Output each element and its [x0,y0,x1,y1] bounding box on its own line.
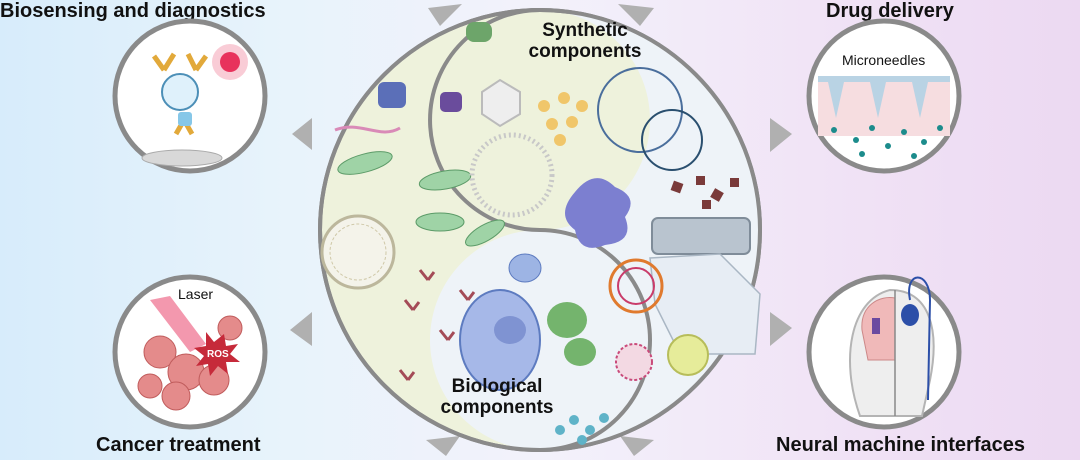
drug-delivery-title: Drug delivery [826,0,954,22]
arrow-left-lower [290,312,312,346]
cancer-treatment-inset [112,274,268,430]
microneedles-label: Microneedles [842,52,926,68]
synthetic-components-label: Synthetic components [528,20,642,62]
cancer-treatment-title: Cancer treatment [96,434,261,456]
biosensing-inset [112,18,268,174]
biological-components-label: Biological components [440,376,554,418]
neural-interfaces-inset [806,274,962,430]
arrow-bottom-left [426,436,460,456]
ros-label: ROS [207,349,229,360]
arrow-top-right [618,4,654,26]
arrow-bottom-right [620,436,654,456]
arrow-right-upper [770,118,792,152]
biological-elements [320,22,596,391]
arrow-left-upper [292,118,312,150]
arrow-right-lower [770,312,792,346]
drug-delivery-inset [806,18,962,174]
synthetic-elements [469,67,761,445]
arrow-top-left [428,4,462,26]
neural-interfaces-title: Neural machine interfaces [776,434,1025,456]
biosensing-title: Biosensing and diagnostics [0,0,266,22]
laser-label: Laser [178,286,214,302]
